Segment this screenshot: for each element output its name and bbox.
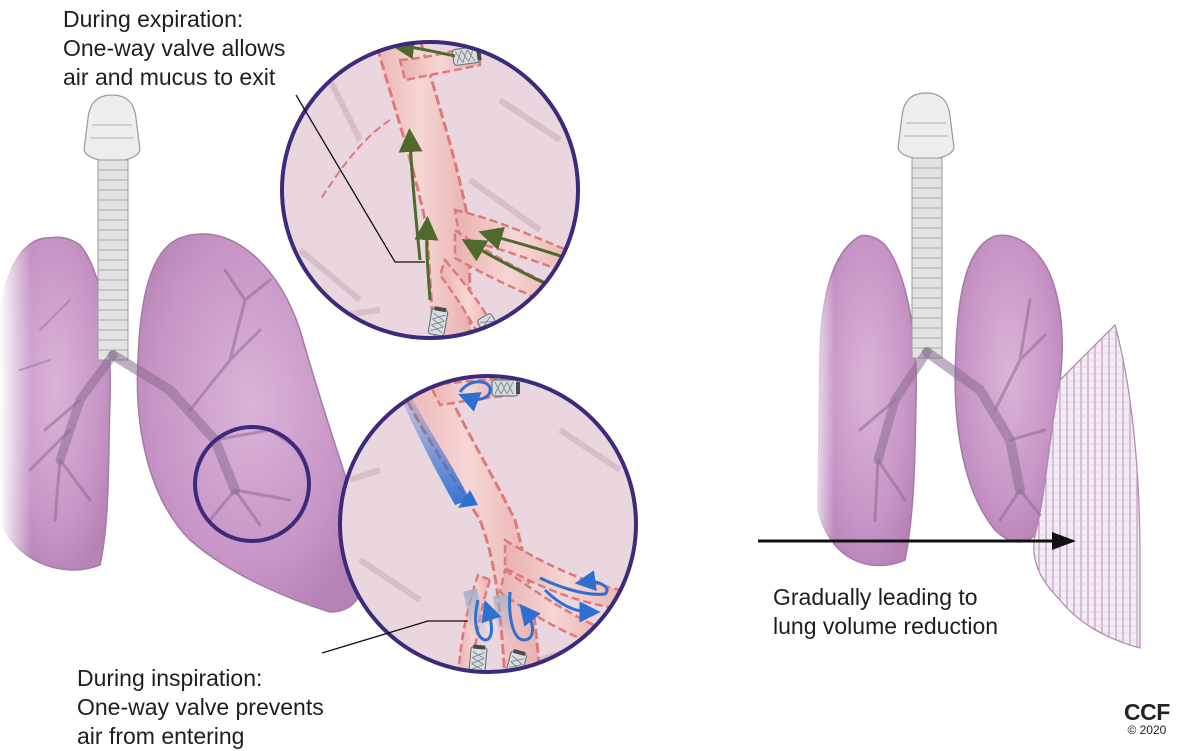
credit-year: © 2020 [1124,724,1170,737]
inspiration-caption-line: One-way valve prevents [77,693,324,722]
reduction-caption-line: Gradually leading to [773,583,998,612]
one-way-valve-stent-icon [492,380,520,396]
expiration-caption-line: During expiration: [63,5,285,34]
inspiration-caption-line: During inspiration: [77,664,324,693]
inspiration-caption: During inspiration: One-way valve preven… [77,664,324,751]
one-way-valve-stent-icon [621,589,650,607]
reduction-caption: Gradually leading to lung volume reducti… [773,583,998,641]
one-way-valve-stent-icon [576,251,607,272]
right-lungs [810,93,1140,648]
expiration-caption-line: One-way valve allows [63,34,285,63]
expiration-caption: During expiration: One-way valve allows … [63,5,285,92]
copyright-credit: CCF © 2020 [1124,700,1170,737]
expiration-zoom [282,20,606,345]
expiration-caption-line: air and mucus to exit [63,63,285,92]
one-way-valve-stent-icon [553,277,585,305]
credit-mark: CCF [1124,700,1170,724]
inspiration-zoom [340,376,651,680]
inspiration-caption-line: air from entering [77,722,324,751]
reduction-caption-line: lung volume reduction [773,612,998,641]
